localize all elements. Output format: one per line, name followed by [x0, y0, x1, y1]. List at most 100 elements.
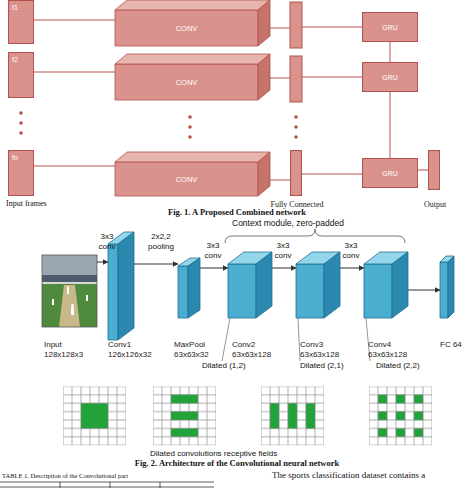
wire: [302, 27, 362, 28]
photo-player: [67, 286, 69, 288]
node-label: Output: [424, 200, 446, 209]
active-cell: [414, 412, 423, 420]
cuboid-shape: [296, 252, 340, 318]
active-cell: [414, 395, 423, 403]
connector: [272, 268, 296, 269]
dot: [294, 115, 298, 119]
table-caption: TABLE 1. Description of the Convolutiona…: [2, 472, 128, 479]
input-frame: f2: [8, 52, 34, 98]
connector: [390, 92, 391, 158]
leader-line: [298, 318, 300, 361]
connector: [340, 268, 364, 269]
cuboid-face: [258, 0, 270, 46]
node-text: Output: [424, 200, 446, 209]
cuboid-face: [115, 64, 258, 100]
cuboid-face: [392, 252, 408, 318]
node-label: Conv263x63x128: [232, 340, 271, 360]
active-cell: [378, 395, 387, 403]
conv-layer: Conv363x63x128: [296, 252, 340, 318]
photo-boards: [42, 282, 97, 284]
active-cell: [378, 412, 387, 420]
dot: [19, 111, 23, 115]
node-label: Conv463x63x128: [368, 340, 407, 360]
active-cell: [81, 403, 108, 428]
fc-box: [290, 56, 302, 102]
dilation-label: Dilated (2,1): [300, 361, 344, 370]
input-frame: fn: [8, 150, 34, 196]
cuboid-shape: [440, 256, 454, 318]
connector: [390, 42, 391, 62]
cuboid-face: [228, 264, 256, 318]
dot: [19, 131, 23, 135]
cuboid-face: [448, 256, 454, 318]
node-text: Conv4: [368, 340, 407, 350]
node-label: CONV: [115, 10, 258, 46]
node-text: f1: [12, 4, 18, 11]
edge-label: 3x3 conv: [339, 241, 363, 261]
active-cell: [171, 428, 198, 436]
dilation-label: Dilated (2,2): [376, 361, 420, 370]
cuboid-face: [115, 54, 270, 64]
leader-line: [222, 318, 230, 361]
photo-crowd: [42, 275, 97, 283]
node-text: GRU: [382, 24, 398, 31]
active-cell: [378, 428, 387, 436]
node-label: GRU: [363, 159, 417, 187]
table-rule: [0, 487, 214, 488]
active-cell: [171, 395, 198, 403]
node-label: MaxPool63x63x32: [174, 340, 209, 360]
cuboid-face: [258, 152, 270, 196]
dot: [188, 125, 192, 129]
node-label: FC 64: [440, 340, 462, 350]
node-text: CONV: [176, 24, 198, 33]
connector: [270, 180, 290, 181]
node-label: f2: [12, 56, 18, 63]
connector: [302, 174, 362, 175]
node-text: GRU: [382, 74, 398, 81]
dilation-label: Dilated (1,2): [202, 361, 246, 370]
cuboid-shape: [364, 252, 408, 318]
node-text: Conv3: [300, 340, 339, 350]
connector: [134, 264, 178, 265]
cuboid-face: [296, 264, 324, 318]
node-text: 63x63x128: [300, 350, 339, 360]
photo-player: [71, 307, 74, 315]
cuboid-face: [324, 252, 340, 318]
dot: [294, 125, 298, 129]
table-rule: [0, 482, 214, 483]
dot: [188, 135, 192, 139]
gru-cell: GRU: [362, 12, 418, 42]
cuboid-face: [115, 0, 270, 10]
pool-layer: MaxPool63x63x32: [178, 258, 200, 318]
connector: [408, 290, 440, 291]
node-label: Input128x128x3: [44, 340, 83, 360]
active-cell: [270, 403, 279, 428]
node-text: 128x128x3: [44, 350, 83, 360]
edge-label: 3x3 conv: [201, 241, 225, 261]
fc-layer: FC 64: [440, 256, 454, 318]
cuboid-face: [364, 264, 392, 318]
gru-cell: GRU: [362, 62, 418, 92]
table-rule: [60, 482, 61, 488]
photo-player: [86, 295, 88, 301]
cuboid-face: [115, 162, 258, 196]
cuboid-face: [188, 258, 200, 318]
photo-player: [71, 304, 74, 307]
fc-box: [290, 2, 302, 48]
connector: [34, 166, 115, 167]
column-label: Input frames: [6, 199, 47, 208]
figure-caption: Fig. 1. A Proposed Combined network: [0, 208, 474, 218]
table-rule: [110, 482, 111, 488]
node-text: 126x126x32: [108, 350, 152, 360]
node-text: 63x63x128: [232, 350, 271, 360]
output-node: Output: [428, 150, 440, 190]
cuboid-shape: [115, 54, 270, 100]
cuboid-face: [178, 266, 188, 318]
node-label: CONV: [115, 162, 258, 196]
fully-connected-layer: Fully Connected: [290, 150, 302, 196]
active-cell: [396, 428, 405, 436]
conv-layer: Conv463x63x128: [364, 252, 408, 318]
wire: [302, 77, 362, 78]
active-cell: [414, 428, 423, 436]
node-label: CONV: [115, 64, 258, 100]
